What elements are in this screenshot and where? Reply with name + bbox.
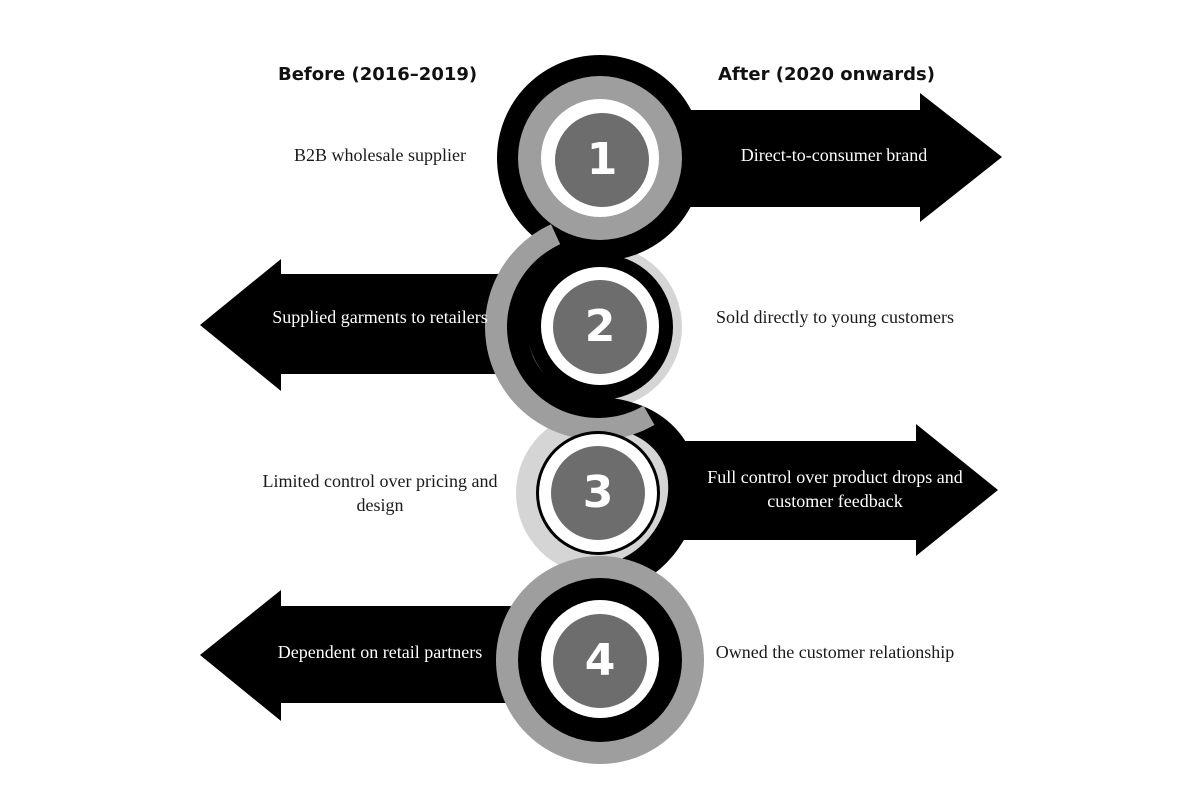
arrow-3-right bbox=[600, 424, 998, 556]
before-text-1: B2B wholesale supplier bbox=[294, 145, 466, 165]
after-text-4: Owned the customer relationship bbox=[715, 642, 955, 662]
before-header: Before (2016–2019) bbox=[278, 64, 478, 85]
step-number-4: 4 bbox=[584, 635, 616, 686]
after-header: After (2020 onwards) bbox=[718, 64, 935, 85]
before-text-3: Limited control over pricing and design bbox=[262, 471, 498, 515]
step-number-2: 2 bbox=[584, 301, 616, 352]
before-text-4: Dependent on retail partners bbox=[277, 642, 483, 662]
disc-3 bbox=[551, 446, 645, 540]
after-text-3: Full control over product drops and cust… bbox=[707, 467, 963, 511]
disc-1 bbox=[555, 113, 649, 207]
step-number-1: 1 bbox=[586, 134, 618, 185]
after-text-1: Direct-to-consumer brand bbox=[740, 145, 928, 165]
connector-s-curve bbox=[498, 225, 699, 595]
before-text-2: Supplied garments to retailers bbox=[272, 307, 488, 327]
disc-2 bbox=[553, 280, 647, 374]
disc-4 bbox=[553, 614, 647, 708]
step-number-3: 3 bbox=[582, 467, 614, 518]
arrow-1-right bbox=[600, 93, 1002, 222]
after-text-2: Sold directly to young customers bbox=[716, 307, 954, 327]
ring-2-band bbox=[485, 214, 711, 440]
